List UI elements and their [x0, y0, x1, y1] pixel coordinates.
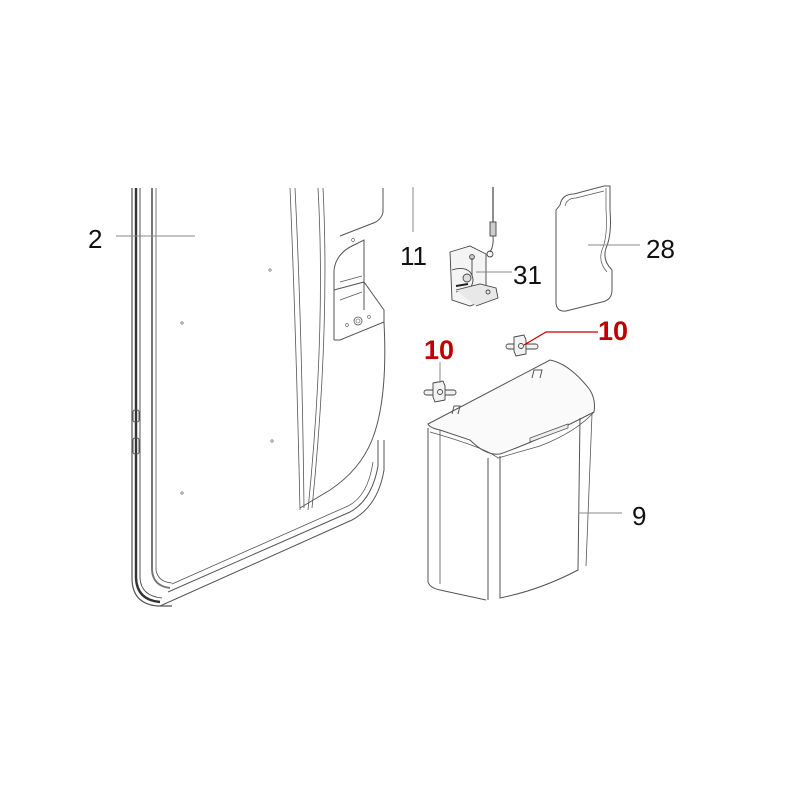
callout-pin-right: 10	[598, 316, 629, 346]
cover-panel	[555, 185, 613, 312]
callout-rod: 11	[400, 241, 427, 271]
lock-mechanism	[449, 187, 499, 307]
callout-pin-left: 10	[424, 335, 455, 365]
callout-cover: 28	[646, 234, 675, 264]
door-frame	[131, 187, 386, 607]
hinge-pin-right	[505, 334, 539, 357]
leader-lines	[116, 187, 640, 514]
leader-lines-highlight	[523, 331, 598, 346]
waste-bin	[427, 359, 595, 601]
callout-door: 2	[88, 224, 103, 254]
callout-lock: 31	[513, 260, 542, 290]
hinge-pin-left	[423, 380, 457, 403]
callout-bin: 9	[632, 501, 647, 531]
